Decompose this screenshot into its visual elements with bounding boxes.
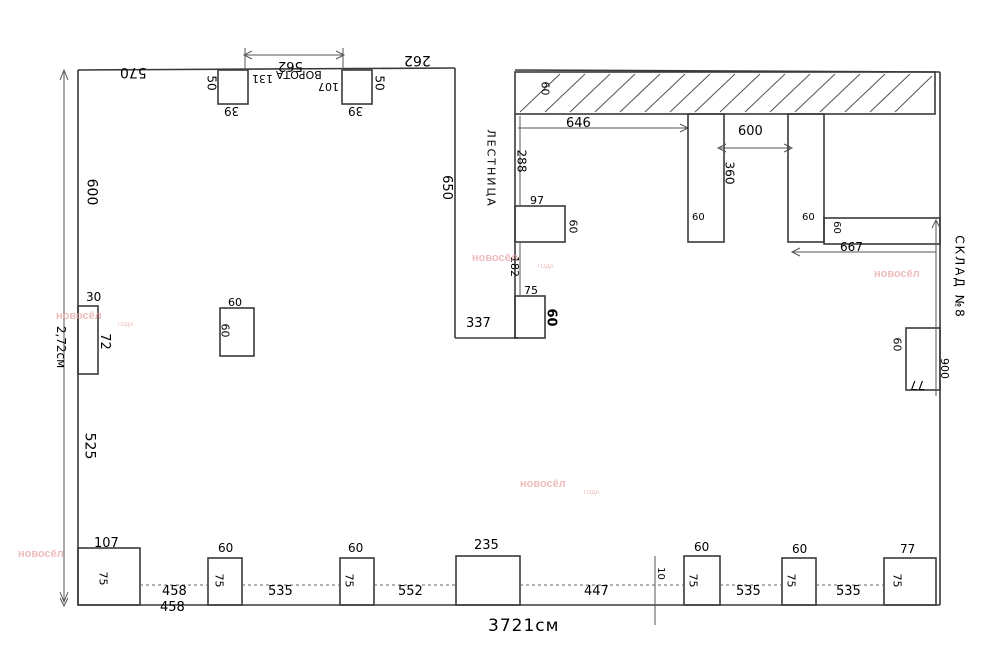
column-2 bbox=[787, 113, 825, 243]
hatch-lines bbox=[519, 73, 933, 113]
bottom-pillar-3 bbox=[339, 557, 375, 606]
left-pillar bbox=[77, 305, 99, 375]
top-pillar-left bbox=[217, 69, 249, 105]
bottom-pillar-7 bbox=[883, 557, 937, 606]
beam-667 bbox=[823, 217, 941, 245]
top-pillar-right bbox=[341, 69, 373, 105]
bottom-pillar-1 bbox=[77, 547, 141, 606]
hatched-band bbox=[514, 71, 936, 115]
box-97 bbox=[514, 205, 566, 243]
box-75 bbox=[514, 295, 546, 339]
bottom-pillar-6 bbox=[781, 557, 817, 606]
center-pillar bbox=[219, 307, 255, 357]
bottom-pillar-2 bbox=[207, 557, 243, 606]
column-1 bbox=[687, 113, 725, 243]
right-pillar bbox=[905, 327, 941, 391]
bottom-pillar-5 bbox=[683, 555, 721, 606]
bottom-pillar-4 bbox=[455, 555, 521, 606]
wall-top-left bbox=[77, 67, 456, 71]
